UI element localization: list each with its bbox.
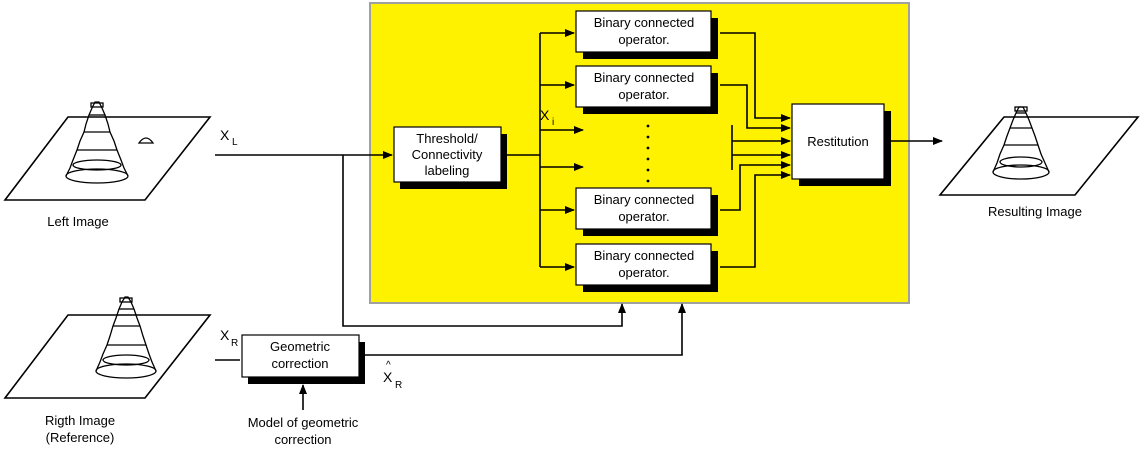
binary-operator-1: Binary connected operator. <box>576 11 718 59</box>
svg-text:Restitution: Restitution <box>807 134 868 149</box>
binary-operator-3: Binary connected operator. <box>576 188 718 236</box>
right-image-label-line1: Rigth Image <box>45 413 115 428</box>
left-image-label: Left Image <box>47 214 108 229</box>
svg-text:Binary connected: Binary connected <box>594 192 694 207</box>
binary-operator-4: Binary connected operator. <box>576 244 718 292</box>
geometric-correction-block: Geometric correction <box>242 335 365 384</box>
svg-text:Binary connected: Binary connected <box>594 70 694 85</box>
signal-xr-hat-label: ^ X R <box>383 360 402 391</box>
signal-xl-label: X L <box>220 127 238 148</box>
left-image-icon <box>5 102 210 200</box>
svg-text:X: X <box>220 127 230 143</box>
model-label-line1: Model of geometric <box>248 415 359 430</box>
svg-text:Connectivity: Connectivity <box>412 147 483 162</box>
svg-text:R: R <box>231 338 238 349</box>
restitution-block: Restitution <box>792 104 891 186</box>
svg-text:Geometric: Geometric <box>270 339 330 354</box>
svg-text:X: X <box>383 369 393 385</box>
wire-xr-hat <box>360 304 682 355</box>
threshold-block: Threshold/ Connectivity labeling <box>394 127 507 189</box>
svg-text:R: R <box>395 380 402 391</box>
right-image-label-line2: (Reference) <box>46 430 115 445</box>
svg-text:L: L <box>232 137 238 148</box>
svg-text:operator.: operator. <box>618 32 669 47</box>
svg-text:labeling: labeling <box>425 163 470 178</box>
model-label-line2: correction <box>274 432 331 447</box>
svg-text:X: X <box>540 107 550 123</box>
svg-text:Binary connected: Binary connected <box>594 248 694 263</box>
svg-text:X: X <box>220 327 230 343</box>
svg-text:Threshold/: Threshold/ <box>416 131 478 146</box>
resulting-image-label: Resulting Image <box>988 204 1082 219</box>
signal-xr-label: X R <box>220 327 238 349</box>
svg-text:i: i <box>552 117 554 128</box>
svg-text:correction: correction <box>271 356 328 371</box>
resulting-image-icon <box>940 107 1138 195</box>
svg-text:operator.: operator. <box>618 209 669 224</box>
right-image-icon <box>5 297 210 398</box>
svg-text:operator.: operator. <box>618 265 669 280</box>
svg-text:operator.: operator. <box>618 87 669 102</box>
binary-operator-2: Binary connected operator. <box>576 66 718 114</box>
svg-text:Binary connected: Binary connected <box>594 15 694 30</box>
